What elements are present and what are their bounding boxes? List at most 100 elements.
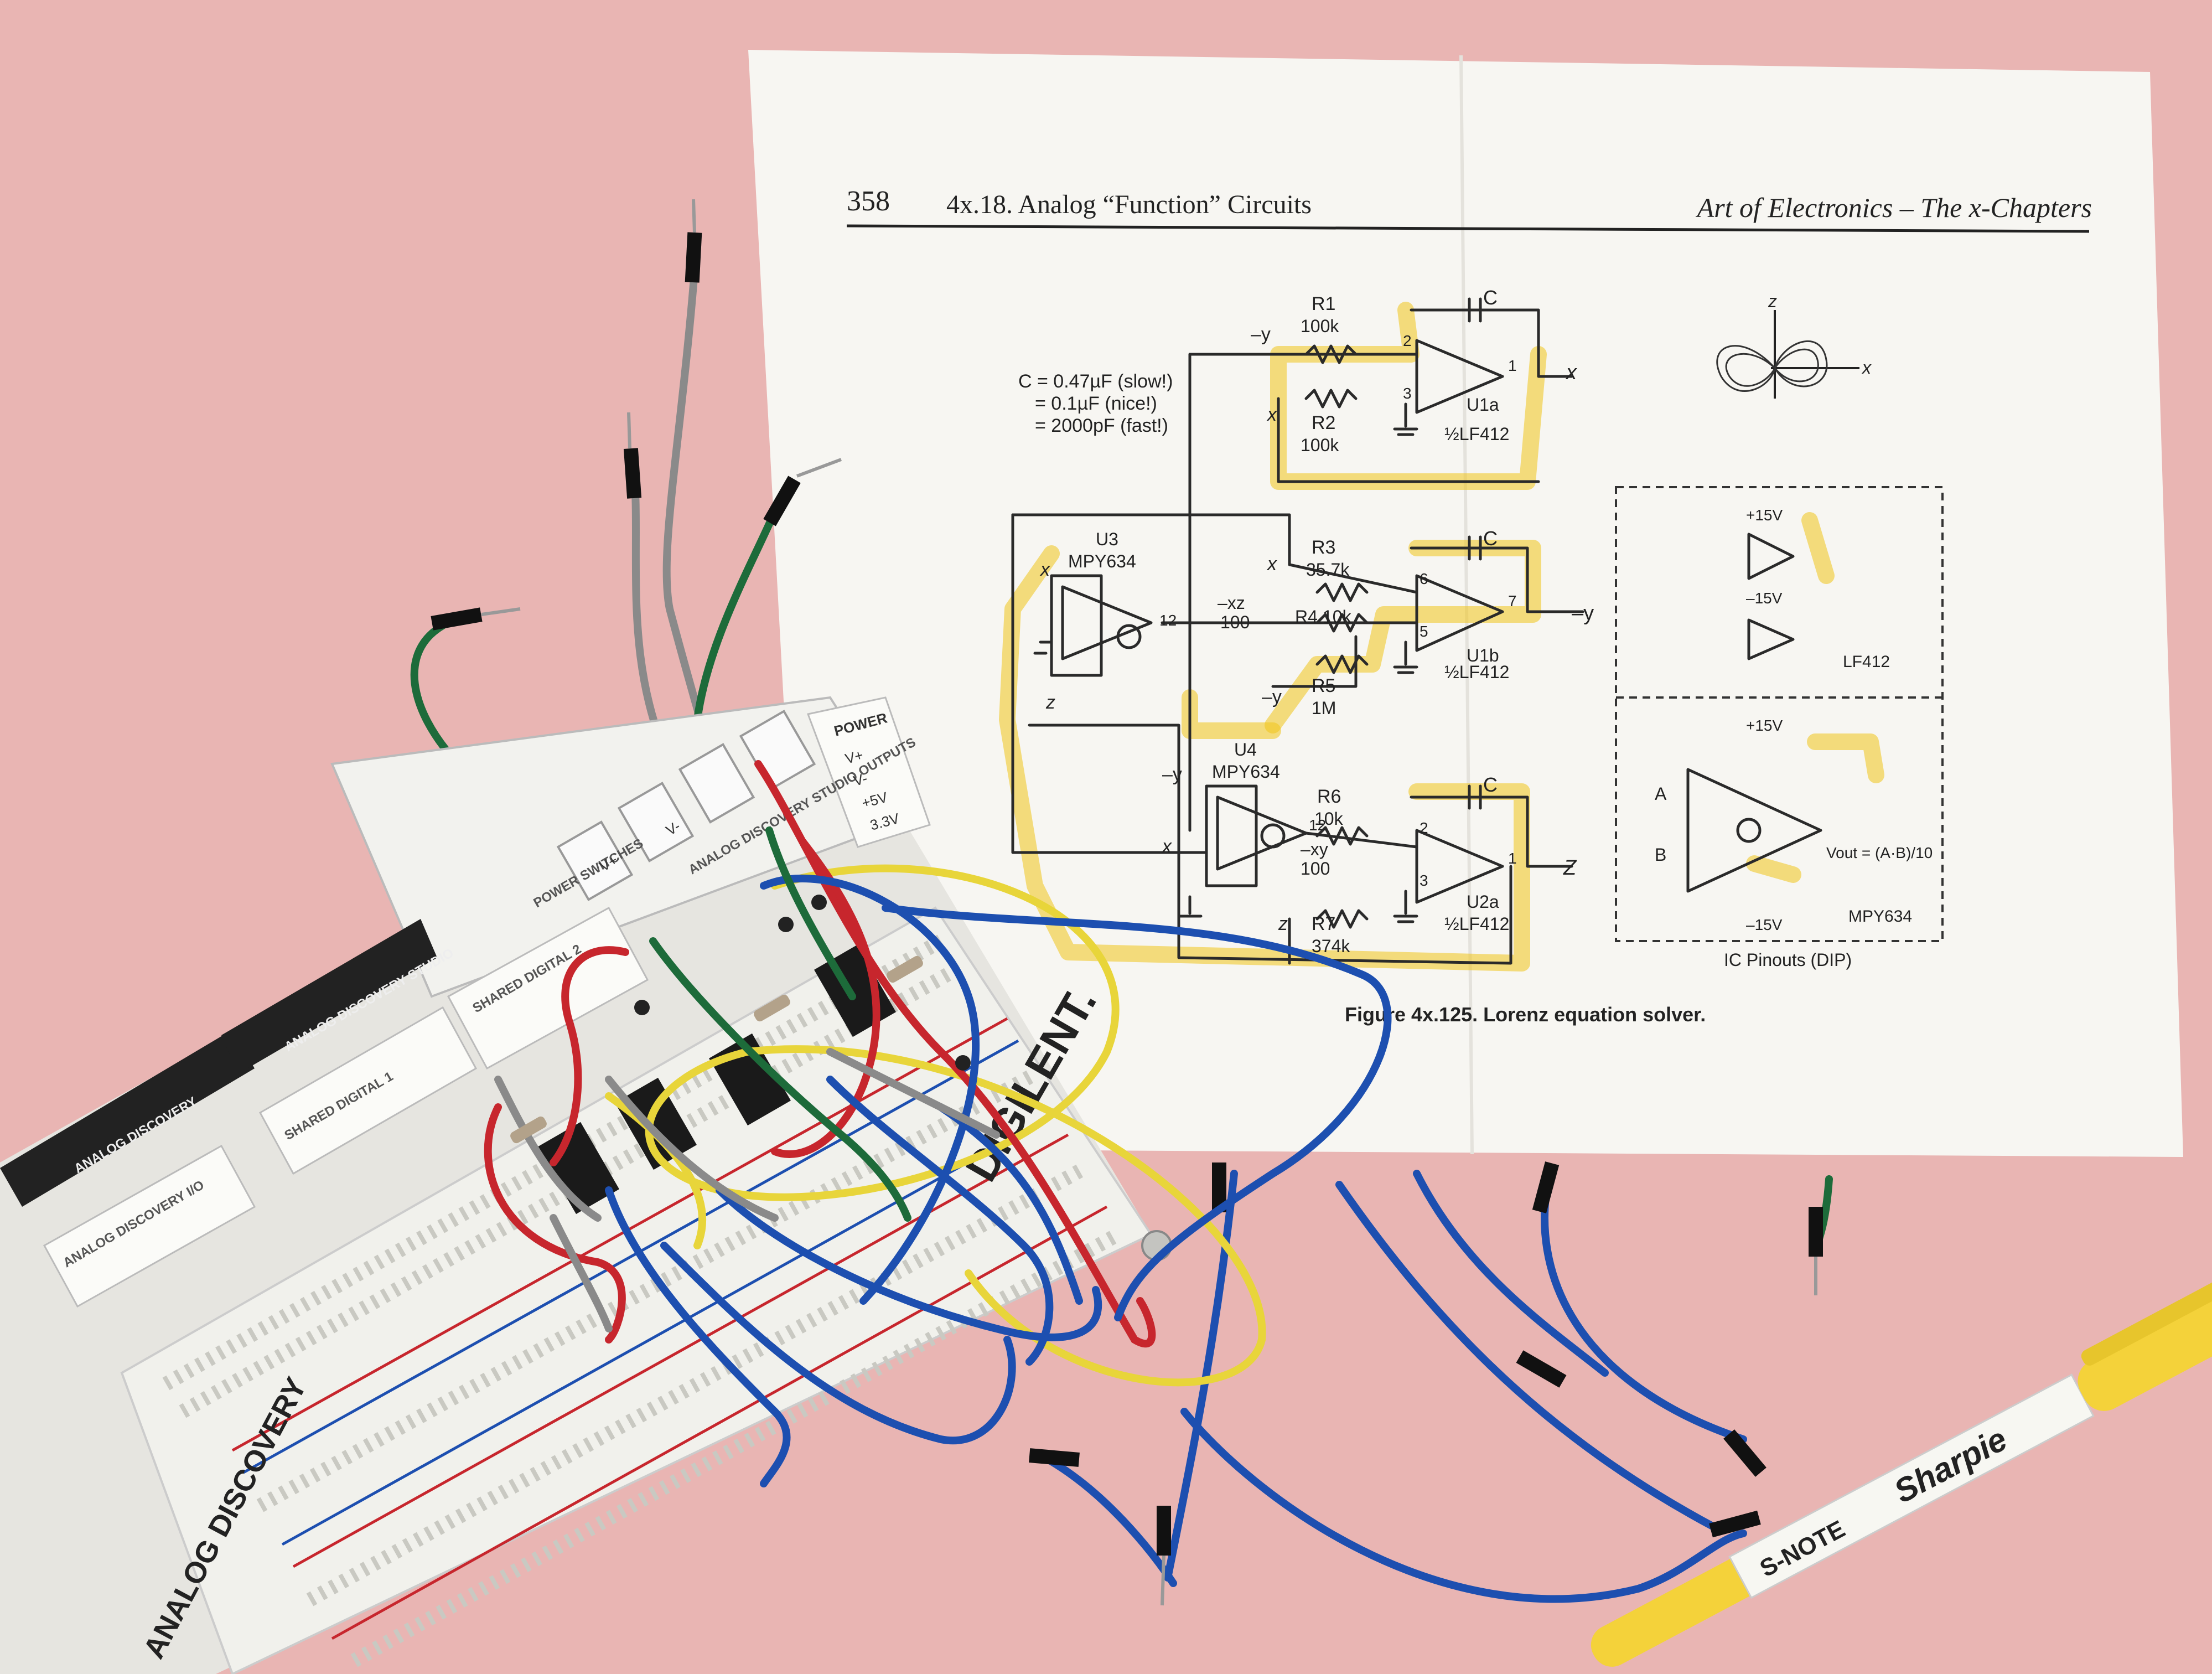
power-switch-3[interactable]	[678, 743, 755, 824]
cap-c1-label: C	[1483, 286, 1498, 309]
power-switch-1[interactable]	[556, 820, 634, 901]
schematic-paper	[748, 50, 2183, 1157]
ic-pinouts-caption: IC Pinouts (DIP)	[1724, 950, 1852, 970]
cap-c2-label: C	[1483, 527, 1498, 550]
sig-x-r2: x	[1266, 404, 1277, 425]
page-header: 358 4x.18. Analog “Function” Circuits Ar…	[846, 185, 2092, 233]
pen-cap	[2078, 1249, 2212, 1411]
vout-equation: Vout = (A·B)/10	[1826, 844, 1933, 861]
ic-chip-2	[615, 1077, 697, 1170]
sig-neg-y-u4: –y	[1162, 764, 1182, 785]
u2a-part: ½LF412	[1444, 914, 1509, 934]
r6-name: R6	[1317, 786, 1341, 807]
u1b-label: U1b	[1467, 645, 1499, 665]
cap-note-line-1: C = 0.47µF (slow!)	[1018, 371, 1173, 392]
capacitor-c3	[1468, 784, 1482, 810]
resistor-r2	[1304, 389, 1358, 409]
input-a-label: A	[1655, 784, 1667, 804]
lf412-plus15: +15V	[1746, 507, 1783, 524]
pin-7-u1b: 7	[1508, 592, 1517, 609]
plot-z-axis-label: z	[1768, 291, 1777, 311]
cap-c3-label: C	[1483, 773, 1498, 796]
resistor-r3	[1315, 582, 1369, 602]
pin-2-u2a: 2	[1420, 819, 1428, 836]
capacitor-part-1	[811, 895, 827, 910]
board-components	[510, 895, 971, 1144]
u4-label: U4	[1234, 740, 1257, 760]
plot-x-axis-label: x	[1861, 358, 1872, 378]
schematic-labels: R1 100k R2 100k R3 35.7k R4 10k R5 1M R6…	[1039, 286, 1594, 956]
sig-xz-denominator: 100	[1220, 612, 1250, 632]
r3-name: R3	[1312, 537, 1335, 558]
input-b-label: B	[1655, 845, 1666, 865]
r6-value: 10k	[1314, 809, 1344, 829]
resistor-part-1	[510, 1116, 547, 1144]
mpy634-label: MPY634	[1848, 907, 1912, 926]
board-jumper-wires	[484, 760, 1392, 1487]
pin-3-u2a: 3	[1420, 872, 1428, 889]
multiplier-u3-symbol	[1061, 585, 1153, 660]
resistor-part-2	[754, 994, 790, 1022]
shared-digital-1-tile	[258, 1006, 478, 1175]
sig-x-u4: x	[1161, 836, 1172, 857]
pin-6-u1b: 6	[1420, 570, 1428, 587]
page-number: 358	[847, 185, 890, 217]
book-title: Art of Electronics – The x-Chapters	[1696, 192, 2092, 223]
r1-name: R1	[1312, 293, 1335, 314]
r7-value: 374k	[1312, 936, 1350, 956]
sig-neg-y-output: –y	[1572, 602, 1594, 625]
ad-io-tile	[43, 1144, 256, 1308]
cap-note-line-2: = 0.1µF (nice!)	[1035, 393, 1157, 414]
breadboard-holes	[162, 934, 1122, 1667]
u1a-label: U1a	[1467, 395, 1499, 415]
pin-12-u3: 12	[1159, 612, 1177, 629]
pin-2-u1a: 2	[1403, 332, 1412, 349]
pen-tip-end	[1591, 1555, 1763, 1667]
r4-name: R4	[1295, 607, 1318, 627]
mpy634-symbol	[1686, 768, 1822, 893]
r2-value: 100k	[1301, 435, 1339, 455]
r1-value: 100k	[1301, 316, 1339, 336]
sig-x-output: x	[1565, 361, 1578, 384]
lf412-label: LF412	[1843, 653, 1890, 671]
multiplier-u4-symbol	[1216, 795, 1308, 871]
figure-caption: Figure 4x.125. Lorenz equation solver.	[1345, 1003, 1706, 1026]
resistor-r4	[1315, 613, 1369, 633]
r2-name: R2	[1312, 412, 1335, 433]
attractor-plot: z x	[1716, 291, 1872, 399]
lf412-minus15: –15V	[1746, 590, 1783, 607]
lf412-opamp-b	[1747, 618, 1795, 660]
capacitor-c2	[1468, 535, 1482, 561]
opamp-u1b-symbol	[1415, 574, 1504, 652]
power-switch-2[interactable]	[617, 782, 695, 862]
jumper-pin-tips	[431, 199, 1823, 1606]
u3-part: MPY634	[1068, 551, 1136, 571]
pin-3-u1a: 3	[1403, 385, 1412, 402]
ground-symbol	[1393, 402, 1418, 436]
resistor-r1	[1304, 344, 1358, 364]
sig-z-r7: z	[1278, 913, 1288, 934]
ic-chip-3	[537, 1122, 619, 1215]
pin-12-u4: 12	[1309, 817, 1326, 834]
r7-name: R7	[1312, 913, 1335, 934]
resistor-r5	[1315, 654, 1369, 674]
ic-pinouts-box: +15V –15V LF412 +15V –15V A B Vout = (A·…	[1615, 486, 1944, 970]
resistor-part-3	[887, 955, 923, 983]
sig-z-output: Z	[1563, 856, 1577, 880]
opamp-u1a-symbol	[1415, 339, 1504, 414]
mpy634-plus15: +15V	[1746, 717, 1783, 734]
lorenz-schematic	[1011, 297, 1584, 965]
r4-value: 10k	[1323, 607, 1352, 627]
section-title: 4x.18. Analog “Function” Circuits	[946, 190, 1312, 219]
opamp-u2a-symbol	[1415, 829, 1504, 904]
sig-x-u3: x	[1039, 559, 1050, 580]
u2a-label: U2a	[1467, 892, 1499, 912]
resistor-r6	[1315, 826, 1369, 846]
sig-xy-denominator: 100	[1301, 859, 1330, 879]
sig-neg-xy: –xy	[1301, 839, 1328, 859]
u1a-part: ½LF412	[1444, 424, 1509, 444]
sig-neg-y-r5: –y	[1262, 686, 1282, 707]
u1b-part: ½LF412	[1444, 662, 1509, 682]
pin-5-u1b: 5	[1420, 623, 1428, 640]
